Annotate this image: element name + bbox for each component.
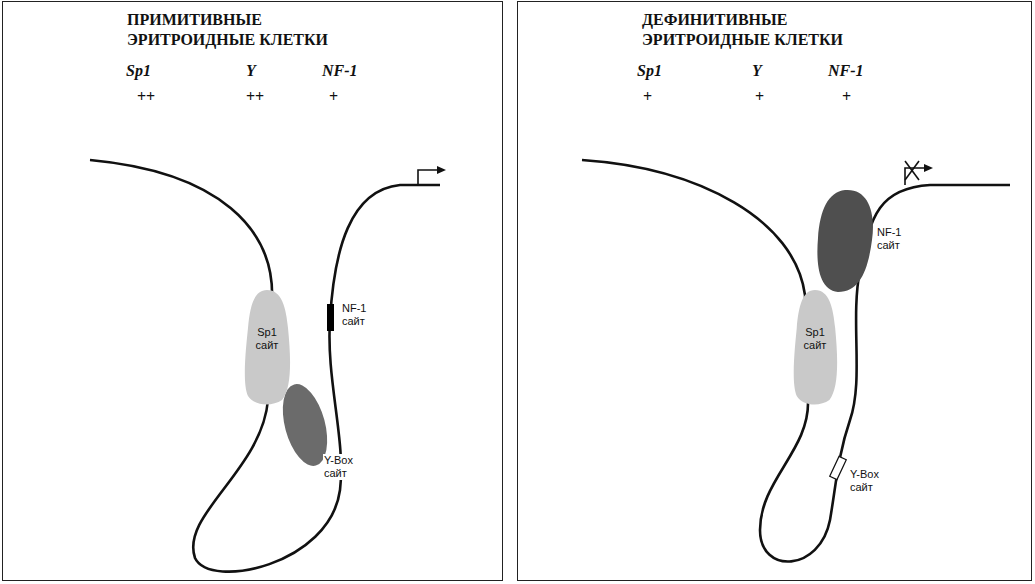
sp1-protein: Sp1 сайт bbox=[791, 288, 839, 406]
dna-strand bbox=[90, 160, 440, 572]
site-name: Sp1 сайт bbox=[249, 288, 285, 352]
block-cross bbox=[905, 161, 919, 180]
transcription-arrow bbox=[418, 170, 437, 185]
factor-name: Sp1 bbox=[637, 62, 662, 80]
arrow-head bbox=[437, 166, 446, 174]
nf1-site bbox=[327, 304, 334, 331]
cell-panel: ДЕФИНИТИВНЫЕ ЭРИТРОИДНЫЕ КЛЕТКИ Sp1 сайт bbox=[517, 1, 1032, 581]
block-cross bbox=[905, 161, 919, 180]
expression-level: + bbox=[842, 88, 851, 106]
factor-name: Y bbox=[752, 62, 762, 80]
site-label: Y-Box сайт bbox=[323, 454, 363, 480]
arrow-head bbox=[924, 164, 933, 172]
factor-name: NF-1 bbox=[322, 62, 358, 80]
factor-name: Y bbox=[246, 62, 256, 80]
dna-strand bbox=[582, 160, 1010, 562]
site-name: Sp1 сайт bbox=[797, 288, 833, 352]
sp1-protein: Sp1 сайт bbox=[242, 288, 292, 406]
expression-level: + bbox=[643, 88, 652, 106]
site-label: NF-1 сайт bbox=[876, 226, 912, 252]
expression-level: + bbox=[755, 88, 764, 106]
expression-level: + bbox=[329, 88, 338, 106]
factor-name: NF-1 bbox=[828, 62, 864, 80]
panel-heading: ДЕФИНИТИВНЫЕ ЭРИТРОИДНЫЕ КЛЕТКИ bbox=[642, 2, 867, 50]
nf1-protein bbox=[817, 190, 873, 292]
expression-level: ++ bbox=[137, 88, 155, 106]
factor-name: Sp1 bbox=[126, 62, 151, 80]
panel-heading: ПРИМИТИВНЫЕ ЭРИТРОИДНЫЕ КЛЕТКИ bbox=[127, 2, 342, 50]
expression-level: ++ bbox=[246, 88, 264, 106]
y-box-site bbox=[830, 456, 847, 479]
site-label: NF-1 сайт bbox=[341, 302, 377, 328]
site-label: Y-Box сайт bbox=[849, 468, 889, 494]
